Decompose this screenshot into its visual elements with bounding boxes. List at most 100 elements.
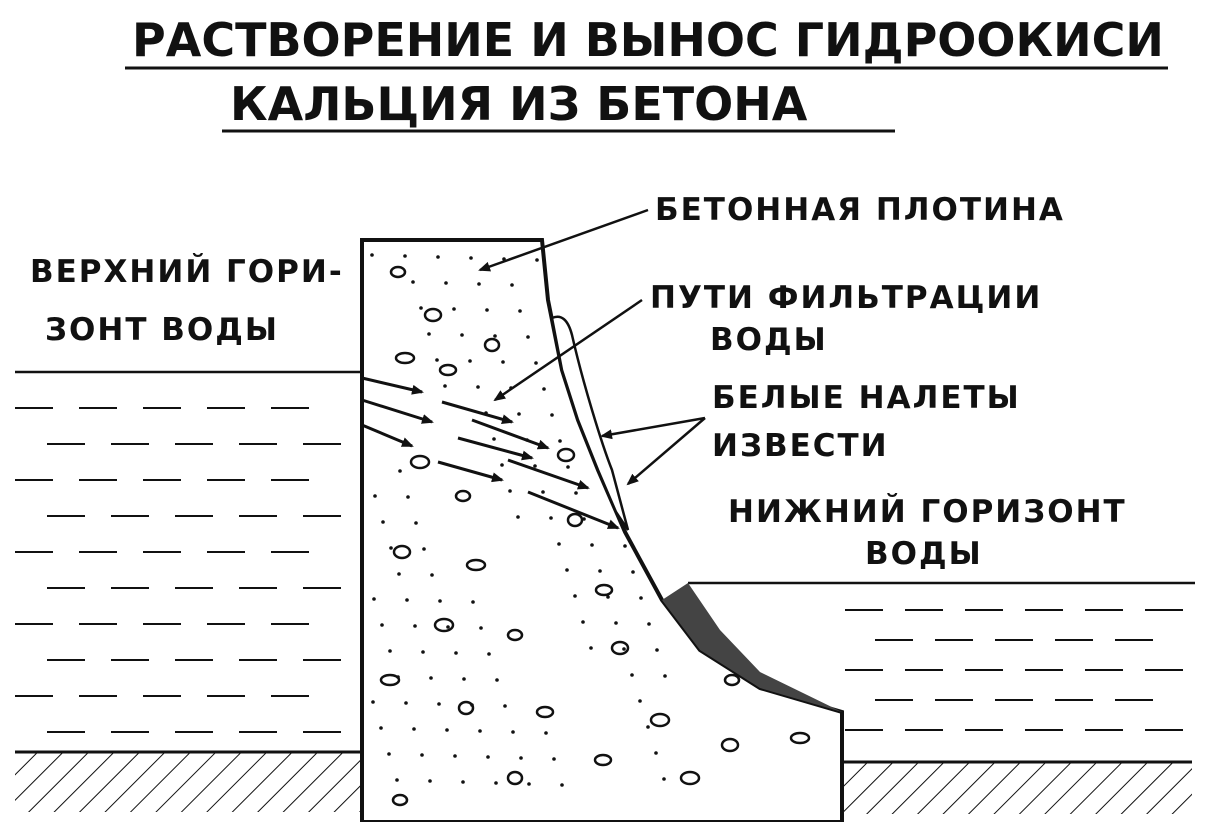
leader-lines [478, 208, 706, 486]
label-lower-water-2: ВОДЫ [865, 536, 983, 572]
aggregate-dot [479, 626, 483, 630]
lime-leader-2 [626, 417, 706, 486]
filtration-arrows [361, 376, 620, 530]
aggregate-dot [370, 253, 374, 257]
aggregate-pebble [556, 447, 576, 463]
aggregate-dot [534, 361, 538, 365]
aggregate-dot [631, 570, 635, 574]
aggregate-dot [373, 494, 377, 498]
filtration-leader [493, 298, 643, 402]
aggregate-dot [404, 701, 408, 705]
aggregate-dot [476, 385, 480, 389]
aggregate-dot [403, 254, 407, 258]
aggregate-dot [589, 646, 593, 650]
aggregate-dot [550, 413, 554, 417]
aggregate-dot [438, 599, 442, 603]
aggregate-dot [411, 280, 415, 284]
aggregate-dot [519, 756, 523, 760]
aggregate-dot [549, 516, 553, 520]
aggregate-dot [372, 597, 376, 601]
aggregate-dot [518, 309, 522, 313]
aggregate-dot [406, 495, 410, 499]
title-line-2: КАЛЬЦИЯ ИЗ БЕТОНА [230, 77, 808, 131]
aggregate-dot [468, 359, 472, 363]
aggregate-pebble [457, 700, 475, 716]
label-upper-water-2: ЗОНТ ВОДЫ [45, 312, 279, 348]
aggregate-dot [557, 542, 561, 546]
aggregate-dot [654, 751, 658, 755]
aggregate-dot [606, 595, 610, 599]
aggregate-dot [590, 543, 594, 547]
aggregate-dot [396, 675, 400, 679]
aggregate-pebble [392, 544, 412, 560]
aggregate-dot [454, 651, 458, 655]
aggregate-dot [516, 515, 520, 519]
aggregate-dot [419, 306, 423, 310]
upper-water-lines [15, 407, 341, 733]
lime-deposit [550, 315, 630, 531]
aggregate-dot [379, 726, 383, 730]
aggregate-pebble [610, 640, 630, 656]
aggregate-dot [646, 725, 650, 729]
aggregate-dot [469, 256, 473, 260]
aggregate-dot [405, 598, 409, 602]
aggregate-pebble [720, 737, 740, 753]
aggregate-dot [427, 332, 431, 336]
aggregate-pebble [594, 583, 614, 597]
title-line-1: РАСТВОРЕНИЕ И ВЫНОС ГИДРООКИСИ [132, 13, 1164, 67]
face-deposit [662, 583, 842, 712]
aggregate-dot [371, 700, 375, 704]
aggregate-dot [638, 699, 642, 703]
label-upper-water-1: ВЕРХНИЙ ГОРИ- [30, 254, 344, 290]
aggregate-pebble [391, 793, 409, 807]
aggregate-dot [395, 778, 399, 782]
aggregate-pebble [409, 454, 431, 470]
aggregate-pebble [433, 617, 455, 633]
label-filtration-1: ПУТИ ФИЛЬТРАЦИИ [650, 280, 1042, 316]
aggregate-dot [487, 652, 491, 656]
aggregate-dot [623, 544, 627, 548]
aggregate-dot [503, 704, 507, 708]
label-lower-water-1: НИЖНИЙ ГОРИЗОНТ [728, 494, 1127, 530]
aggregate-pebble [535, 705, 555, 719]
aggregate-dot [552, 757, 556, 761]
aggregate-dot [541, 490, 545, 494]
aggregate-pebble [566, 512, 584, 528]
lower-water-lines [845, 609, 1183, 731]
aggregate-dot [630, 673, 634, 677]
aggregate-dot [500, 463, 504, 467]
label-dam: БЕТОННАЯ ПЛОТИНА [655, 192, 1065, 228]
aggregate-dot [381, 520, 385, 524]
aggregate-dot [544, 731, 548, 735]
aggregate-pebble [506, 628, 524, 642]
aggregate-dot [429, 676, 433, 680]
aggregate-dot [527, 782, 531, 786]
aggregate-pebble [506, 770, 524, 786]
aggregate-pebble [454, 489, 472, 503]
aggregate-dot [565, 568, 569, 572]
aggregate-dot [478, 729, 482, 733]
aggregate-pebble [389, 265, 407, 279]
aggregate-dot [388, 649, 392, 653]
aggregate-dot [486, 755, 490, 759]
aggregate-dot [492, 437, 496, 441]
label-lime-1: БЕЛЫЕ НАЛЕТЫ [712, 380, 1021, 416]
aggregate-dot [412, 727, 416, 731]
aggregate-dot [558, 439, 562, 443]
aggregate-pebble [379, 673, 401, 687]
aggregate-dot [380, 623, 384, 627]
aggregate-dot [542, 387, 546, 391]
aggregate-pebble [483, 337, 501, 353]
aggregate-dot [462, 677, 466, 681]
aggregate-dot [421, 650, 425, 654]
aggregate-dot [655, 648, 659, 652]
aggregate-dot [614, 621, 618, 625]
aggregate-dot [517, 412, 521, 416]
aggregate-dot [581, 620, 585, 624]
aggregate-dot [485, 308, 489, 312]
aggregate-dot [533, 464, 537, 468]
aggregate-dot [460, 333, 464, 337]
aggregate-dot [471, 600, 475, 604]
aggregate-dot [443, 384, 447, 388]
aggregate-dot [437, 702, 441, 706]
